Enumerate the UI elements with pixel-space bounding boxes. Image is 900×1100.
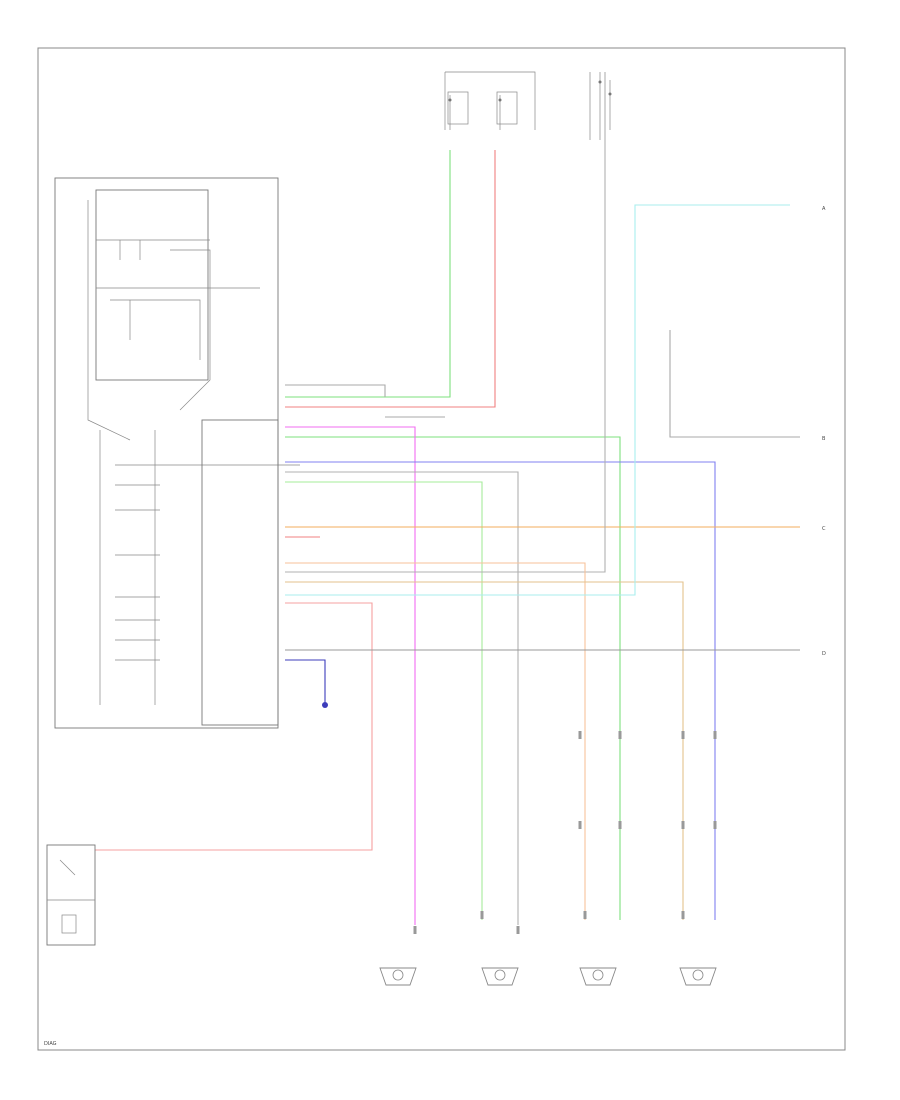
- fuse-box-right: [589, 72, 612, 140]
- footer-code: DIAG: [44, 1041, 57, 1047]
- wire-gray-6: [669, 330, 800, 438]
- connector-tick: [413, 926, 417, 934]
- ground-junction: [322, 702, 328, 708]
- connector-tick: [618, 731, 622, 739]
- wire-dark-blue: [285, 659, 326, 705]
- connector-tick: [713, 731, 717, 739]
- wire-gray-2: [285, 72, 606, 573]
- connector-tick: [618, 821, 622, 829]
- connector-tick: [583, 911, 587, 919]
- connector-tick: [578, 821, 582, 829]
- wire-gray-4: [285, 384, 386, 397]
- terminal-label: A: [822, 206, 826, 212]
- diagram-frame: [37, 47, 846, 1051]
- wire-green-long: [285, 436, 621, 920]
- fuse-box-top: [444, 71, 536, 130]
- wire-pink-down: [95, 602, 373, 851]
- wire-gray-1: [285, 471, 519, 925]
- wire-blue: [285, 461, 716, 920]
- terminal-label: B: [822, 436, 826, 442]
- connector-tick: [681, 821, 685, 829]
- right-terminals: A B C D: [822, 206, 826, 657]
- connector-tick: [681, 911, 685, 919]
- connector-tick: [516, 926, 520, 934]
- wire-light-blue: [285, 204, 790, 596]
- terminal-label: C: [822, 526, 826, 532]
- speakers: [379, 967, 717, 986]
- switch-block: [46, 844, 96, 946]
- connector-tick: [681, 731, 685, 739]
- wire-light-green: [285, 481, 483, 920]
- connector-tick: [578, 731, 582, 739]
- wire-peach: [285, 562, 586, 920]
- control-module: [54, 177, 300, 729]
- connector-tick: [480, 911, 484, 919]
- speaker-icon: [481, 967, 519, 986]
- speaker-icon: [579, 967, 617, 986]
- terminal-label: D: [822, 651, 826, 657]
- wires: [95, 72, 800, 934]
- connector-tick: [713, 821, 717, 829]
- wire-red-top: [285, 150, 496, 408]
- speaker-icon: [679, 967, 717, 986]
- wire-magenta: [285, 426, 416, 925]
- wire-green-top: [285, 150, 451, 398]
- wire-tan: [285, 581, 684, 920]
- speaker-icon: [379, 967, 417, 986]
